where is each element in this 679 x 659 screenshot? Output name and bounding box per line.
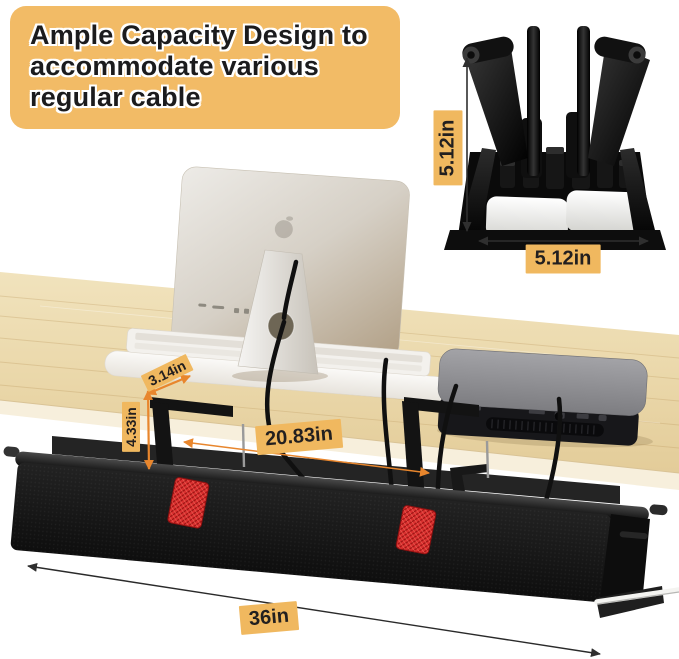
monitor-stand xyxy=(232,249,328,382)
clamp-arm-left xyxy=(466,42,528,166)
tray-length-arrow xyxy=(27,562,601,658)
dimension-arrows xyxy=(27,57,649,658)
dimension-label-inset-width: 5.12in xyxy=(525,244,601,274)
dimension-label-inset-height: 5.12in xyxy=(433,110,463,186)
clamp-knob-right xyxy=(594,36,646,64)
clamp-post xyxy=(527,26,540,176)
headline-banner: Ample Capacity Design to accommodate var… xyxy=(10,6,400,129)
clamp-width-arrow xyxy=(146,374,191,396)
tray-wall-right xyxy=(620,148,656,234)
mini-pc xyxy=(437,348,648,446)
white-cable xyxy=(594,587,679,605)
clamp-post xyxy=(577,26,590,176)
headline-text: Ample Capacity Design to accommodate var… xyxy=(30,20,368,112)
clamp-spacing-arrow xyxy=(183,438,430,477)
inset-product-view xyxy=(444,26,666,250)
power-strip xyxy=(565,190,647,234)
dimension-label-tray-length: 36in xyxy=(238,601,300,635)
clamp-arm-right xyxy=(588,42,650,166)
power-strip xyxy=(485,196,569,240)
monitor-logo-icon xyxy=(274,216,294,239)
clamp-height-arrow xyxy=(143,390,154,470)
velcro-strap-left xyxy=(167,477,210,529)
dimension-label-clamp-height: 4.33in xyxy=(122,402,140,452)
keyboard xyxy=(104,328,449,402)
velcro-strap-right xyxy=(395,505,437,555)
